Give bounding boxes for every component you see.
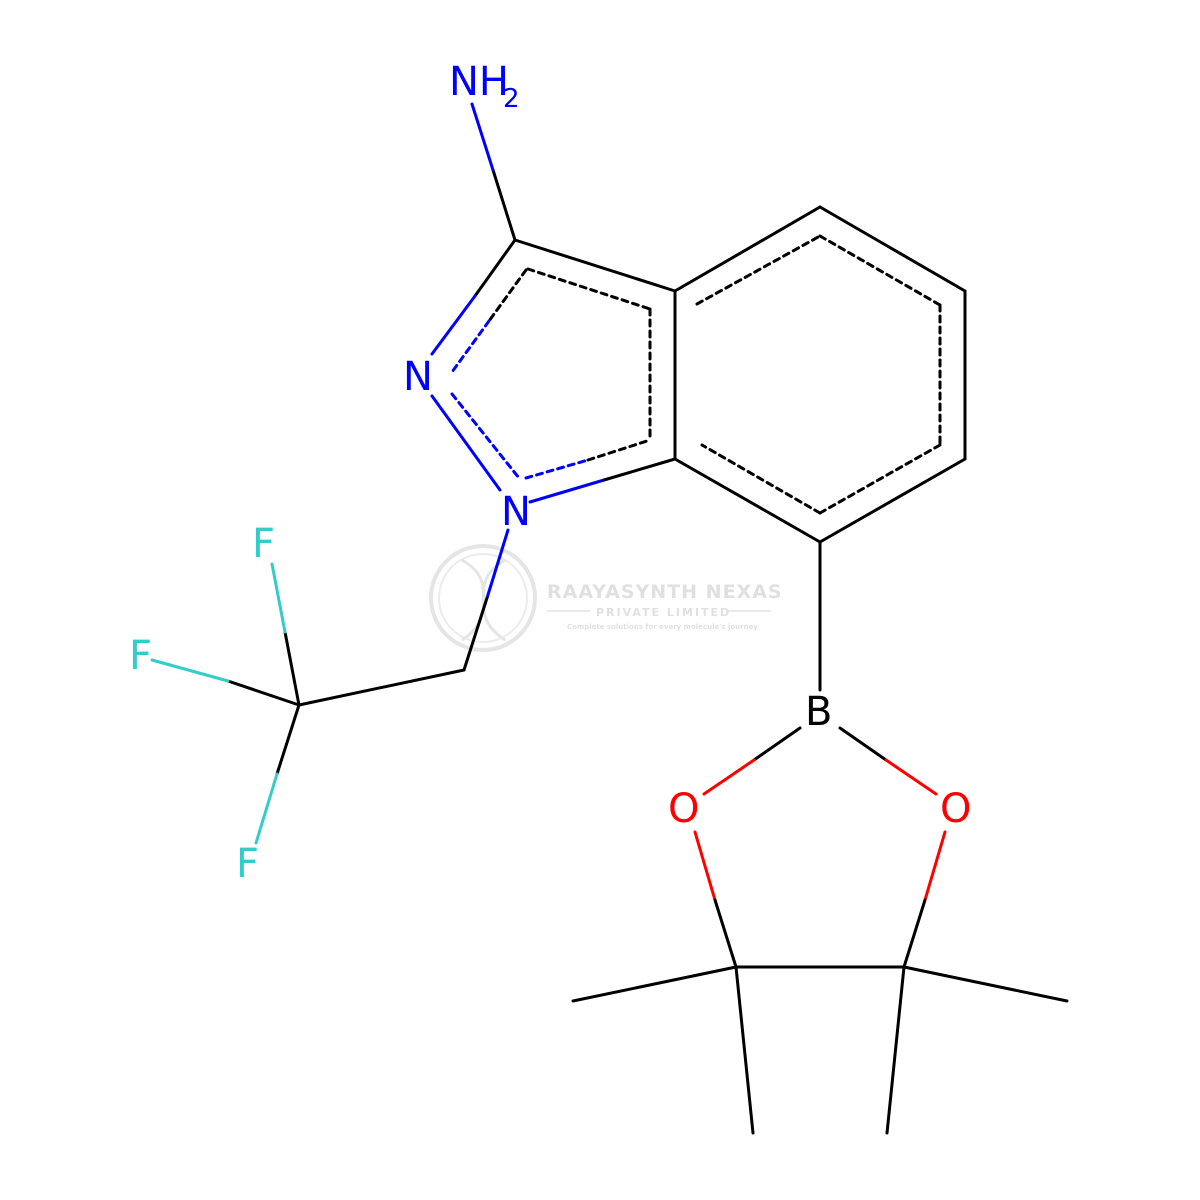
bond-o-right-c: [923, 830, 947, 902]
watermark-logo-helix: [461, 558, 506, 642]
bond-n1-c7a-aromatic-n: [524, 458, 590, 480]
bond-cf-bottom-c: [275, 703, 301, 776]
watermark-subtitle: PRIVATE LIMITED: [596, 606, 731, 619]
atom-f-top: F: [252, 521, 275, 567]
atom-f-left: F: [129, 633, 152, 679]
bond-n1-ch2-c: [462, 596, 489, 672]
atom-o-left: O: [668, 786, 699, 832]
bond-b-o-left-o: [702, 758, 756, 796]
bond-c6-c7-aromatic: [818, 443, 942, 515]
bond-methyl-left-outer: [571, 965, 738, 1003]
bond-n1-ch2-n: [485, 528, 510, 600]
bond-cf-bottom-f: [254, 772, 279, 845]
watermark-tagline: Complete solutions for every molecule's …: [567, 623, 758, 631]
bond-c3-c3a: [513, 238, 677, 293]
bond-c6-c7: [818, 457, 967, 544]
watermark-logo-inner: [438, 553, 528, 643]
watermark: RAAYASYNTH NEXAS PRIVATE LIMITED Complet…: [429, 544, 783, 652]
bond-cf-top-c: [283, 630, 301, 707]
bond-c3-amine-n: [470, 102, 495, 172]
bond-methyl-left-down: [734, 965, 755, 1135]
bond-c3-n2-c: [473, 238, 517, 298]
bonds: [150, 102, 1069, 1135]
atom-boron: B: [805, 689, 832, 735]
bond-o-right-c-c: [902, 898, 927, 969]
bond-cf-left-f: [150, 658, 230, 683]
atom-f-bottom: F: [236, 841, 259, 887]
bond-c4-c5-aromatic: [818, 234, 942, 307]
bond-c3-n2-aromatic-c: [487, 268, 528, 323]
atom-labels: NH 2 N N F F F B O O: [129, 59, 971, 887]
atom-amine-n: NH: [449, 59, 509, 105]
bond-c3-n2-n: [430, 294, 477, 356]
bond-n2-n1: [430, 394, 502, 492]
bond-o-left-c-c: [713, 898, 738, 969]
bond-b-o-right-b: [838, 726, 888, 762]
bond-b-o-right-o: [884, 758, 938, 796]
bond-n1-c7a-aromatic-c: [586, 438, 652, 462]
bond-c3a-c4-aromatic: [695, 234, 822, 306]
watermark-title: RAAYASYNTH NEXAS: [547, 581, 783, 603]
bond-n1-c7a-n: [528, 478, 606, 504]
bond-c3-c3a-aromatic: [526, 267, 652, 311]
bond-methyl-right-down: [885, 965, 906, 1135]
bond-methyl-right-outer: [902, 965, 1069, 1003]
bond-c7-c7a-aromatic: [700, 443, 822, 515]
bond-c3-amine-c: [491, 168, 517, 242]
bond-c3a-c4: [673, 205, 822, 293]
bond-ch2-cf3: [297, 668, 466, 707]
atom-o-right: O: [940, 786, 971, 832]
atom-n2: N: [403, 354, 433, 400]
bond-b-o-left-b: [752, 726, 802, 762]
bond-c4-c5: [818, 205, 967, 293]
watermark-logo-ring: [429, 544, 537, 652]
bond-o-left-c: [693, 830, 717, 902]
bond-cf-left-c: [226, 679, 301, 707]
bond-n2-n1-aromatic: [450, 392, 521, 480]
bond-c7-c7a: [673, 457, 822, 544]
atom-amine-subscript: 2: [503, 84, 520, 114]
bond-n1-c7a-c: [602, 457, 677, 482]
bond-c3-n2-aromatic-n: [450, 319, 491, 374]
atom-n1: N: [501, 489, 531, 535]
bond-cf-top-f: [270, 562, 287, 634]
